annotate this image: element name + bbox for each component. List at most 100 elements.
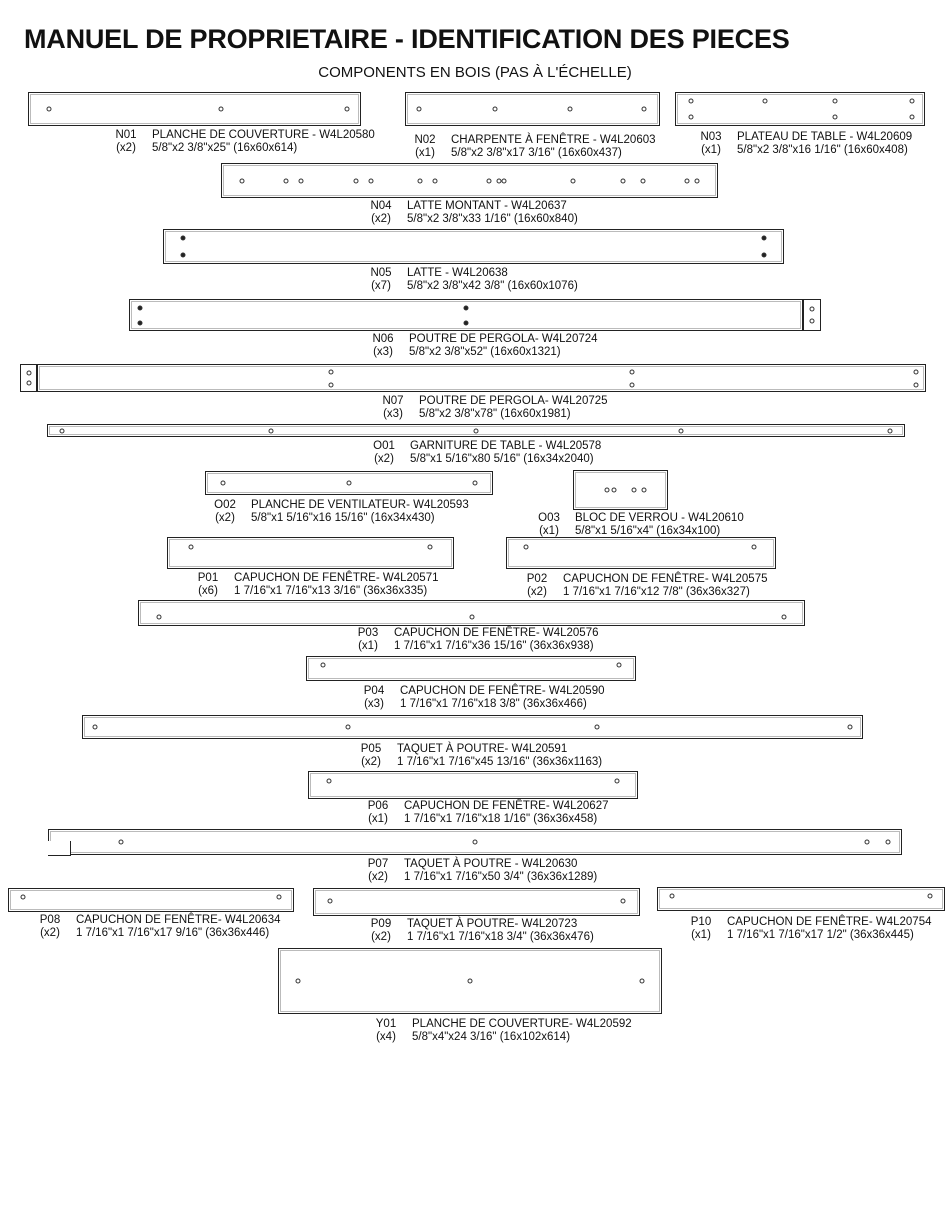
part-quantity: (x7) xyxy=(371,279,391,292)
part-dimensions: 5/8"x2 3/8"x52" (16x60x1321) xyxy=(409,345,561,358)
board-p10 xyxy=(657,887,945,911)
part-code: O01 xyxy=(373,440,395,452)
part-dimensions: 5/8"x2 3/8"x33 1/16" (16x60x840) xyxy=(407,212,578,225)
hole xyxy=(629,382,635,387)
part-quantity: (x1) xyxy=(539,524,559,537)
part-quantity: (x1) xyxy=(368,812,388,825)
hole xyxy=(20,894,26,900)
hole xyxy=(570,178,576,183)
part-dimensions: 1 7/16"x1 7/16"x18 3/8" (36x36x466) xyxy=(400,697,587,710)
hole xyxy=(137,320,143,325)
part-name: CHARPENTE À FENÊTRE - W4L20603 xyxy=(451,134,656,146)
hole xyxy=(614,778,620,784)
board-p09 xyxy=(313,888,640,916)
part-name: POUTRE DE PERGOLA- W4L20725 xyxy=(419,395,608,407)
part-dimensions: 1 7/16"x1 7/16"x45 13/16" (36x36x1163) xyxy=(397,755,603,768)
hole xyxy=(809,318,815,324)
part-name: PLANCHE DE COUVERTURE - W4L20580 xyxy=(152,129,375,141)
part-quantity: (x6) xyxy=(198,584,218,597)
hole xyxy=(353,178,359,183)
part-name: TAQUET À POUTRE- W4L20723 xyxy=(407,918,578,930)
part-name: CAPUCHON DE FENÊTRE- W4L20571 xyxy=(234,572,439,584)
hole xyxy=(604,487,610,493)
hole xyxy=(616,662,622,668)
part-code: P04 xyxy=(363,685,385,697)
hole xyxy=(26,380,31,386)
hole xyxy=(92,724,98,730)
part-quantity: (x3) xyxy=(383,407,403,420)
hole xyxy=(496,178,502,183)
part-name: PLANCHE DE COUVERTURE- W4L20592 xyxy=(412,1018,632,1030)
hole xyxy=(640,178,646,183)
part-name: CAPUCHON DE FENÊTRE- W4L20576 xyxy=(394,627,599,639)
hole xyxy=(473,428,479,433)
hole xyxy=(909,114,915,120)
board-n05 xyxy=(163,229,784,264)
hole xyxy=(669,893,675,899)
hole xyxy=(268,428,274,433)
hole xyxy=(832,114,838,120)
part-name: POUTRE DE PERGOLA- W4L20724 xyxy=(409,333,598,345)
board-y01 xyxy=(278,948,662,1014)
part-dimensions: 5/8"x2 3/8"x25" (16x60x614) xyxy=(152,141,298,154)
hole xyxy=(239,178,245,183)
hole xyxy=(631,487,637,493)
hole xyxy=(567,106,573,112)
board-n01 xyxy=(28,92,361,126)
hole xyxy=(320,662,326,668)
part-quantity: (x1) xyxy=(691,928,711,941)
part-code: N06 xyxy=(372,333,394,345)
part-dimensions: 1 7/16"x1 7/16"x12 7/8" (36x36x327) xyxy=(563,585,750,598)
part-code: P02 xyxy=(526,573,548,585)
hole xyxy=(328,369,334,374)
hole xyxy=(678,428,684,433)
part-name: CAPUCHON DE FENÊTRE- W4L20754 xyxy=(727,916,932,928)
part-name: CAPUCHON DE FENÊTRE- W4L20627 xyxy=(404,800,609,812)
part-dimensions: 5/8"x2 3/8"x78" (16x60x1981) xyxy=(419,407,571,420)
part-code: N05 xyxy=(370,267,392,279)
part-quantity: (x1) xyxy=(415,146,435,159)
hole xyxy=(639,978,645,984)
hole xyxy=(684,178,690,183)
hole xyxy=(927,893,933,899)
part-name: TAQUET À POUTRE - W4L20630 xyxy=(404,858,578,870)
part-name: BLOC DE VERROU - W4L20610 xyxy=(575,512,744,524)
hole xyxy=(188,544,194,550)
part-quantity: (x1) xyxy=(358,639,378,652)
part-code: Y01 xyxy=(375,1018,397,1030)
part-quantity: (x2) xyxy=(40,926,60,939)
part-name: PLATEAU DE TABLE - W4L20609 xyxy=(737,131,913,143)
hole xyxy=(620,178,626,183)
part-dimensions: 5/8"x2 3/8"x16 1/16" (16x60x408) xyxy=(737,143,908,156)
part-quantity: (x2) xyxy=(361,755,381,768)
part-name: GARNITURE DE TABLE - W4L20578 xyxy=(410,440,602,452)
part-code: P10 xyxy=(690,916,712,928)
hole xyxy=(864,839,870,845)
part-code: N01 xyxy=(115,129,137,141)
hole xyxy=(620,898,626,904)
board-p05 xyxy=(82,715,863,739)
hole xyxy=(501,178,507,183)
part-quantity: (x2) xyxy=(371,930,391,943)
hole xyxy=(523,544,529,550)
board-n03 xyxy=(675,92,925,126)
part-dimensions: 1 7/16"x1 7/16"x18 1/16" (36x36x458) xyxy=(404,812,598,825)
hole xyxy=(298,178,304,183)
part-dimensions: 5/8"x1 5/16"x4" (16x34x100) xyxy=(575,524,721,537)
hole xyxy=(751,544,757,550)
hole xyxy=(327,898,333,904)
hole xyxy=(346,480,352,486)
part-quantity: (x2) xyxy=(116,141,136,154)
